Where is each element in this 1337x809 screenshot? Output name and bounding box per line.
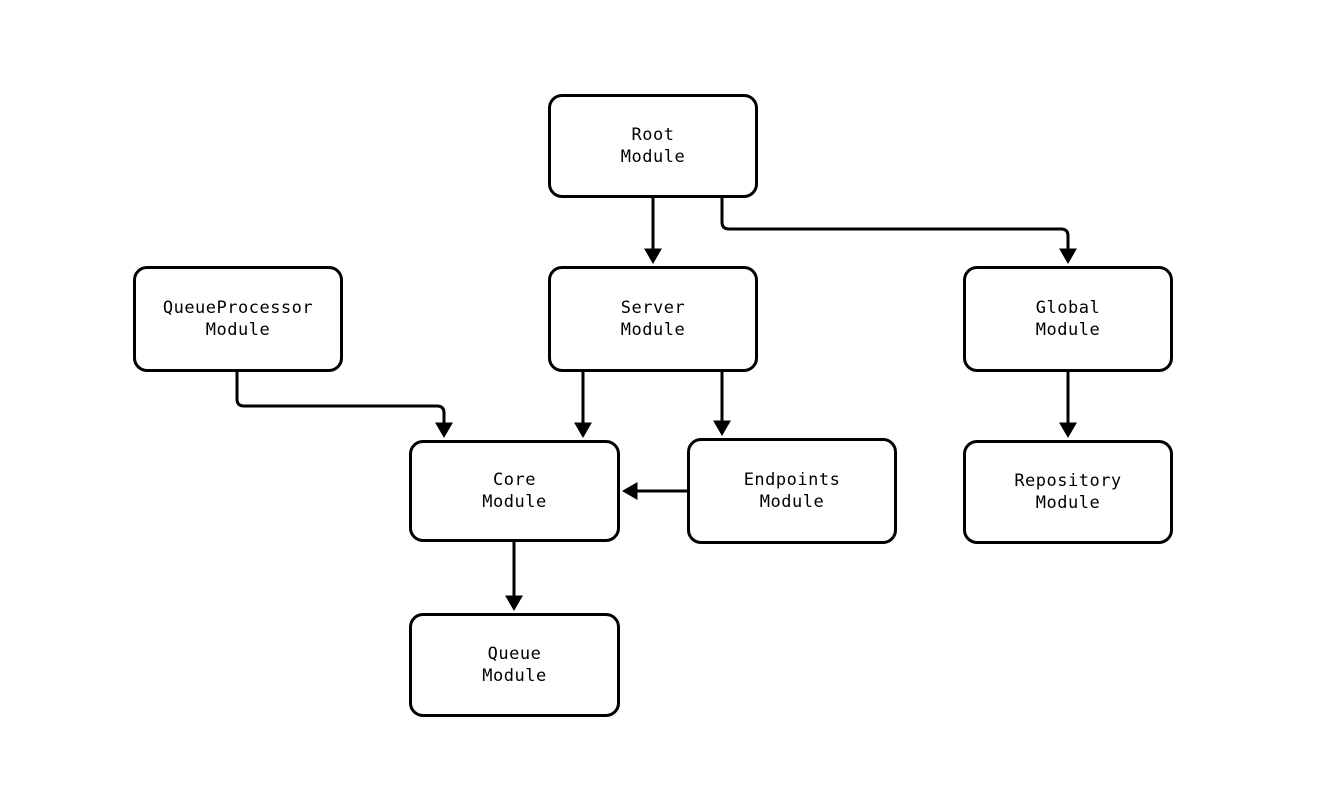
node-queue-module-line1: Queue: [487, 644, 542, 664]
node-root-module[interactable]: Root Module: [548, 94, 758, 198]
node-queueprocessor-module-line2: Module: [205, 320, 271, 340]
node-endpoints-module[interactable]: Endpoints Module: [687, 438, 897, 544]
node-repository-module-line2: Module: [1035, 493, 1101, 513]
node-global-module[interactable]: Global Module: [963, 266, 1173, 372]
node-endpoints-module-line2: Module: [759, 492, 825, 512]
node-repository-module-line1: Repository: [1014, 471, 1122, 491]
node-repository-module[interactable]: Repository Module: [963, 440, 1173, 544]
node-queueprocessor-module-line1: QueueProcessor: [162, 298, 314, 318]
node-endpoints-module-line1: Endpoints: [743, 470, 841, 490]
node-global-module-line1: Global: [1035, 298, 1101, 318]
node-server-module[interactable]: Server Module: [548, 266, 758, 372]
node-queue-module[interactable]: Queue Module: [409, 613, 620, 717]
node-core-module[interactable]: Core Module: [409, 440, 620, 542]
node-core-module-line1: Core: [493, 470, 536, 490]
node-global-module-line2: Module: [1035, 320, 1101, 340]
edge-queueprocessor-to-core: [235, 372, 453, 438]
node-server-module-line1: Server: [620, 298, 686, 318]
node-queue-module-line2: Module: [482, 666, 547, 686]
node-queueprocessor-module[interactable]: QueueProcessor Module: [133, 266, 343, 372]
node-root-module-line2: Module: [620, 147, 686, 167]
node-server-module-line2: Module: [620, 320, 686, 340]
edge-root-to-global: [720, 198, 1077, 264]
node-root-module-line1: Root: [631, 125, 675, 145]
node-core-module-line2: Module: [482, 492, 547, 512]
